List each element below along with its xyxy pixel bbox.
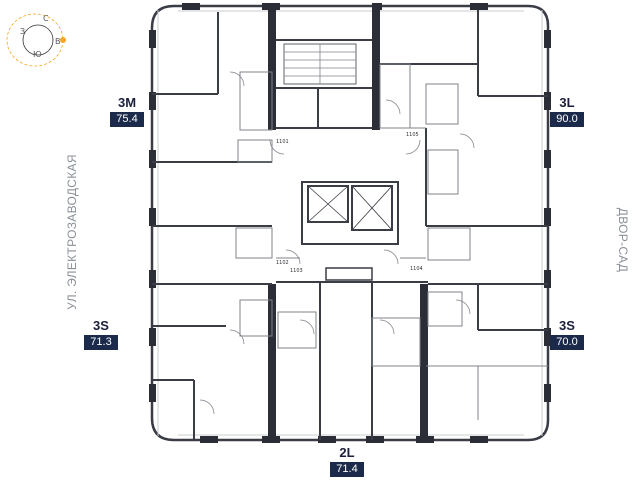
apartment-type: 3S [559, 318, 575, 333]
exterior-walls [150, 4, 550, 442]
apartment-badge-3m[interactable]: 3M 75.4 [110, 96, 144, 127]
compass-west: З [20, 27, 25, 36]
apartment-area: 90.0 [550, 112, 584, 127]
elevator-core [301, 181, 399, 281]
apartment-area: 70.0 [550, 335, 584, 350]
flat-number-1103: 1103 [290, 268, 303, 274]
apartment-type: 3M [117, 95, 137, 110]
staircase [283, 43, 357, 85]
apartment-badge-2l[interactable]: 2L 71.4 [330, 446, 364, 477]
flat-number-1102: 1102 [276, 260, 289, 266]
compass-icon: С З В Ю [6, 13, 66, 67]
apartment-area: 71.3 [84, 335, 118, 350]
apartment-type: 3S [93, 318, 109, 333]
apartment-badge-3s-left[interactable]: 3S 71.3 [84, 319, 118, 350]
flat-number-1105: 1105 [406, 132, 419, 138]
apartment-badge-3s-right[interactable]: 3S 70.0 [550, 319, 584, 350]
apartment-type: 2L [339, 445, 355, 460]
compass-east: В [55, 37, 61, 46]
compass-south: Ю [33, 50, 42, 59]
compass-north: С [43, 14, 49, 23]
interior-walls [152, 10, 548, 440]
flat-number-1101: 1101 [276, 139, 289, 145]
apartment-badge-3l[interactable]: 3L 90.0 [550, 96, 584, 127]
flat-number-1104: 1104 [410, 266, 423, 272]
windows [157, 10, 543, 436]
door-swings [199, 71, 475, 415]
partitions [235, 63, 548, 420]
apartment-type: 3L [559, 95, 575, 110]
apartment-area: 71.4 [330, 462, 364, 477]
columns [149, 3, 551, 443]
yard-label: ДВОР-САД [616, 207, 630, 273]
street-label: УЛ. ЭЛЕКТРОЗАВОДСКАЯ [65, 154, 79, 310]
sun-icon [60, 37, 66, 43]
apartment-area: 75.4 [110, 112, 144, 127]
